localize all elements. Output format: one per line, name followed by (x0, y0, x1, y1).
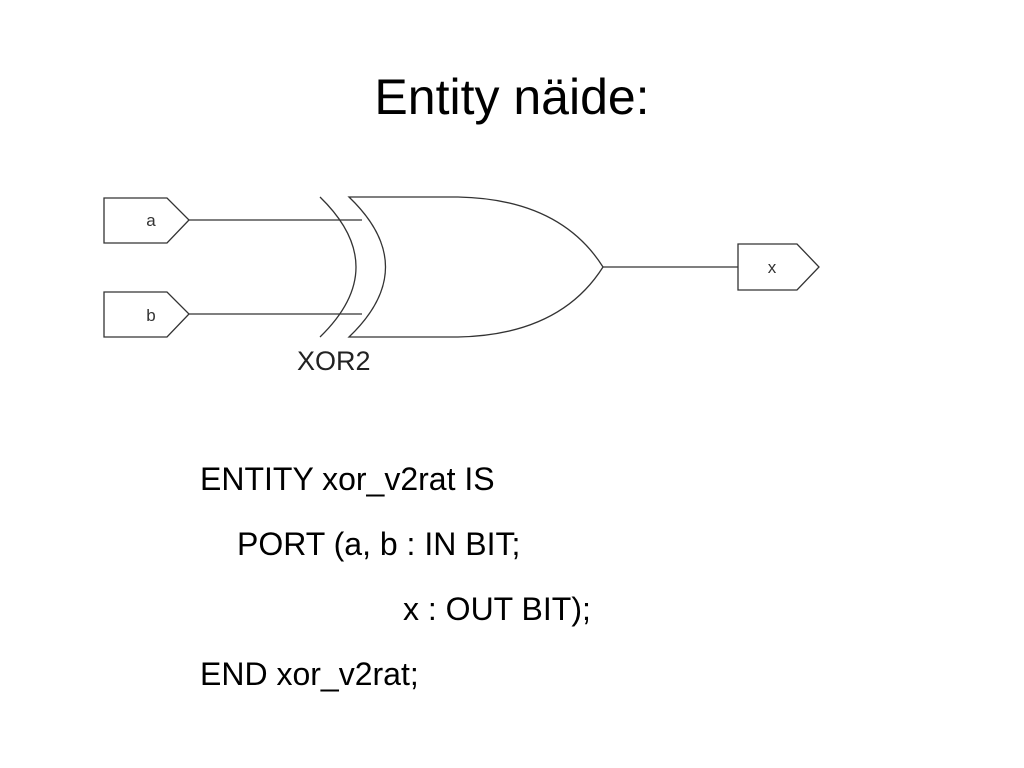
input-port-a-label: a (146, 211, 156, 230)
xor-gate-body (347, 196, 604, 338)
code-line-end: END xor_v2rat; (200, 656, 419, 692)
input-port-a: a (103, 197, 190, 244)
slide-title: Entity näide: (374, 69, 650, 125)
code-line-entity: ENTITY xor_v2rat IS (200, 461, 495, 497)
code-line-output: x : OUT BIT); (403, 591, 591, 627)
input-port-b: b (103, 291, 190, 338)
code-line-port: PORT (a, b : IN BIT; (237, 526, 521, 562)
gate-type-label: XOR2 (297, 346, 371, 376)
input-port-b-label: b (146, 306, 155, 325)
xor-gate-diagram: a b x XOR2 (103, 196, 820, 376)
output-port-x: x (737, 243, 820, 291)
xor-input-arc (319, 196, 357, 338)
output-port-x-label: x (768, 258, 777, 277)
